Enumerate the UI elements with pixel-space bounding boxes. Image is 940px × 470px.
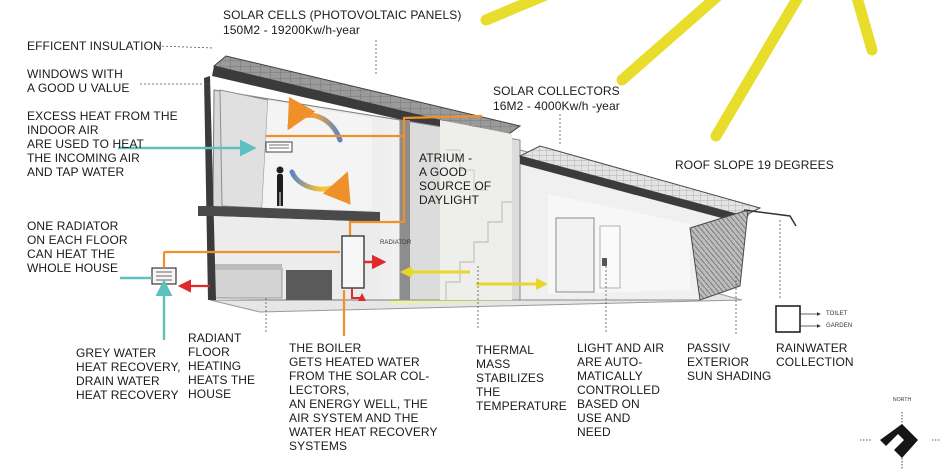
insulation-label: EFFICENT INSULATION [27, 39, 162, 53]
roof-slope-label: ROOF SLOPE 19 DEGREES [675, 158, 834, 172]
solar-collectors-value: 16M2 - 4000Kw/h -year [493, 99, 620, 113]
vent-grille-icon [265, 141, 293, 153]
north-label: NORTH [893, 397, 912, 403]
solar-collectors-title: SOLAR COLLECTORS [493, 84, 620, 98]
boiler-label: THE BOILER GETS HEATED WATER FROM THE SO… [289, 341, 438, 453]
sun-rays-icon [480, 0, 878, 142]
garden-label: GARDEN [826, 323, 853, 329]
atrium-core [399, 119, 521, 301]
radiant-floor-label: RADIANT FLOOR HEATING HEATS THE HOUSE [188, 331, 256, 401]
grey-water-label: GREY WATER HEAT RECOVERY, DRAIN WATER HE… [76, 346, 181, 402]
light-air-label: LIGHT AND AIR ARE AUTO- MATICALLY CONTRO… [577, 341, 665, 439]
right-volume [518, 145, 797, 301]
thermal-mass-label: THERMAL MASS STABILIZES THE TEMPERATURE [476, 343, 567, 413]
toilet-label: TOILET [826, 311, 848, 317]
windows-label: WINDOWS WITH A GOOD U VALUE [27, 67, 130, 95]
warm-air-flow [287, 96, 351, 205]
heat-recovery-unit [151, 252, 210, 293]
radiator-note-label: ONE RADIATOR ON EACH FLOOR CAN HEAT THE … [27, 219, 128, 275]
excess-heat-label: EXCESS HEAT FROM THE INDOOR AIR ARE USED… [27, 109, 178, 179]
boiler-unit [341, 235, 387, 301]
atrium-label: ATRIUM - A GOOD SOURCE OF DAYLIGHT [419, 151, 492, 207]
heat-pipes [164, 114, 483, 336]
radiator-tag: RADIATOR [380, 240, 412, 246]
rainwater-label: RAINWATER COLLECTION [776, 341, 854, 369]
solar-cells-value: 150M2 - 19200Kw/h-year [223, 23, 360, 37]
rain-tank-icon [775, 305, 821, 333]
sun-shading-louvres [689, 209, 749, 301]
solar-cells-title: SOLAR CELLS (PHOTOVOLTAIC PANELS) [223, 8, 462, 22]
light-switch-icon [602, 258, 607, 266]
person-figure [276, 166, 284, 206]
thermal-mass-arrows [400, 266, 548, 290]
fresh-air-pipes [118, 139, 257, 340]
sun-shading-label: PASSIV EXTERIOR SUN SHADING [687, 341, 772, 383]
north-arrow-icon [860, 412, 940, 470]
left-volume [211, 89, 401, 301]
label-leaders [140, 40, 781, 334]
